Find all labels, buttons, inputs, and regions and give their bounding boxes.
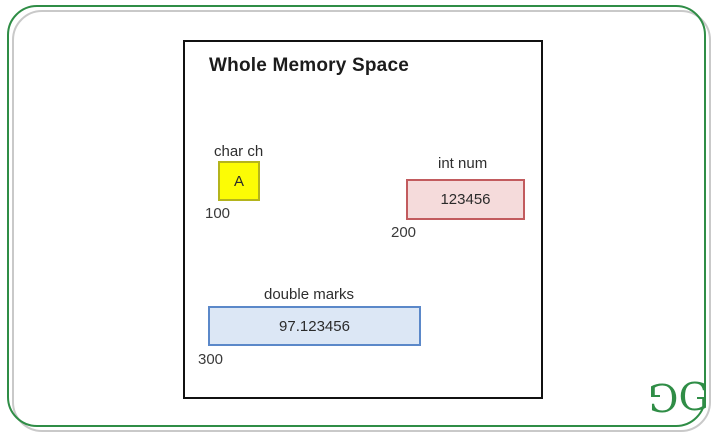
memory-cell-double: 97.123456 — [208, 306, 421, 346]
address-label-char: 100 — [205, 205, 231, 222]
address-label-double: 300 — [198, 351, 224, 368]
address-label-int: 200 — [391, 224, 417, 241]
green-frame-border — [7, 5, 706, 427]
geeksforgeeks-logo: GG — [648, 375, 709, 419]
memory-cell-char: A — [218, 161, 260, 201]
variable-label-char: char ch — [214, 143, 264, 160]
whole-memory-space-box: Whole Memory Space char ch A 100 int num… — [183, 40, 543, 399]
variable-label-int: int num — [438, 155, 488, 172]
logo-g-glyph: G — [678, 375, 709, 419]
diagram-title: Whole Memory Space — [209, 55, 409, 76]
memory-cell-int: 123456 — [406, 179, 525, 220]
memory-cell-int-value: 123456 — [440, 191, 491, 208]
memory-cell-char-value: A — [233, 172, 244, 190]
logo-g-mirrored-glyph: G — [651, 375, 679, 419]
memory-cell-double-value: 97.123456 — [279, 317, 350, 335]
variable-label-double: double marks — [264, 286, 355, 303]
frame-shadow-line — [12, 10, 711, 432]
